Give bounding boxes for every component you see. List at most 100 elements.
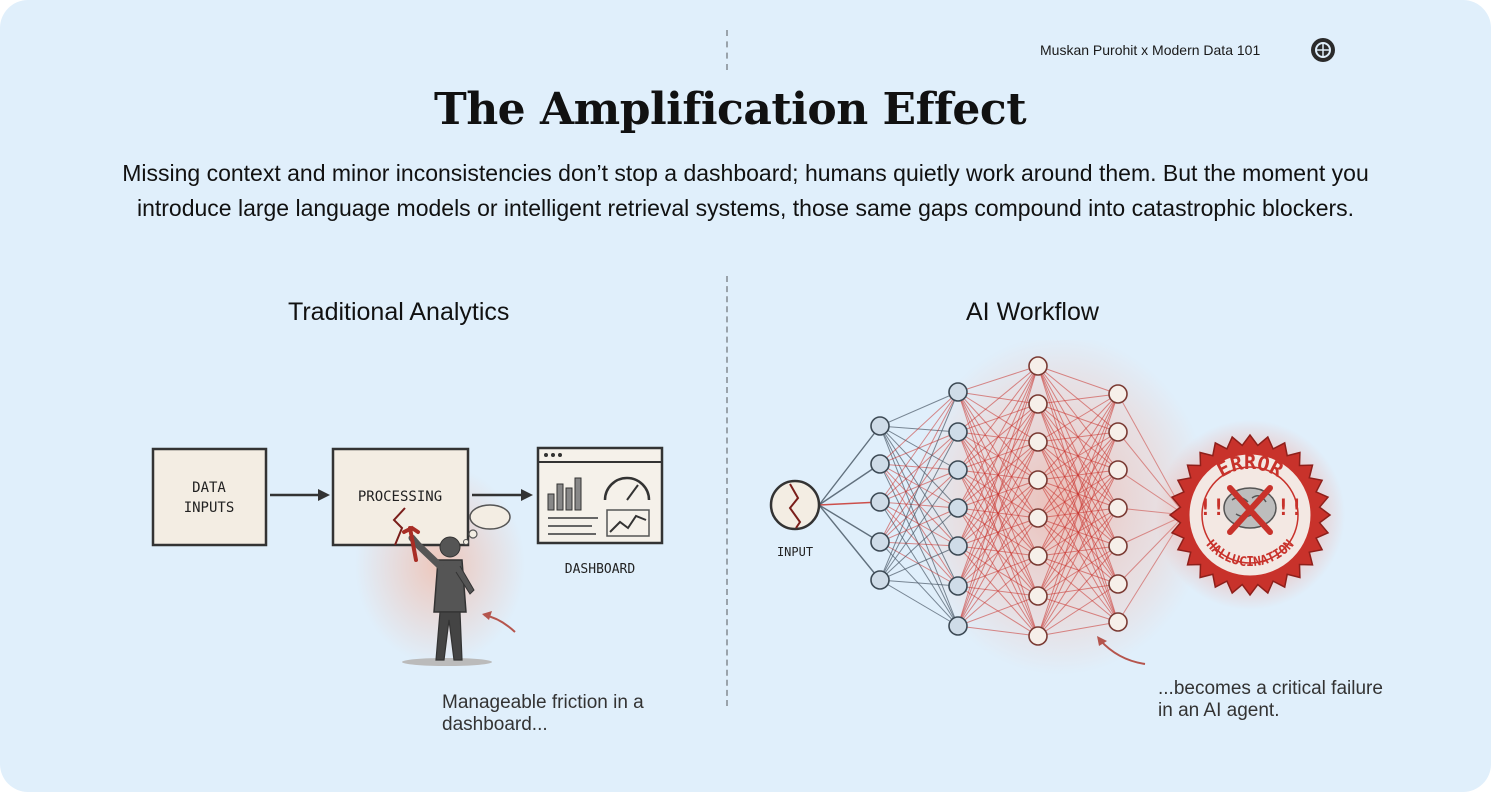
network-edge xyxy=(818,425,881,506)
network-node xyxy=(1108,574,1128,594)
network-edge xyxy=(1037,469,1119,637)
network-node xyxy=(948,536,968,556)
subtitle: Missing context and minor inconsistencie… xyxy=(20,156,1471,226)
network-node xyxy=(870,532,890,552)
network-edge xyxy=(1037,365,1119,395)
center-divider xyxy=(726,276,728,706)
network-node xyxy=(948,576,968,596)
network-edge xyxy=(1037,583,1119,597)
input-label: INPUT xyxy=(777,545,813,559)
network-edge xyxy=(879,545,959,581)
network-edge xyxy=(1037,393,1119,519)
page-title: The Amplification Effect xyxy=(433,84,1027,135)
pointer-arrow-right-head xyxy=(1097,636,1107,646)
network-edge xyxy=(818,463,881,506)
traditional-analytics-illustration: DATA INPUTS PROCESSING DASHBOA xyxy=(151,446,664,666)
network-edge xyxy=(1037,545,1119,637)
author-credit: Muskan Purohit x Modern Data 101 xyxy=(1040,42,1261,58)
network-node xyxy=(948,382,968,402)
network-edge xyxy=(879,579,959,627)
network-edge xyxy=(957,479,1039,627)
network-node xyxy=(1108,460,1128,480)
network-edge xyxy=(879,501,959,547)
network-edge xyxy=(1037,393,1119,481)
network-node xyxy=(1108,612,1128,632)
ai-workflow-heading: AI Workflow xyxy=(966,298,1099,326)
arrow-2-head xyxy=(521,489,533,501)
network-edge xyxy=(1037,507,1119,557)
network-edge xyxy=(818,504,881,543)
network-edge xyxy=(1037,393,1119,405)
network-node xyxy=(1028,432,1048,452)
network-edge xyxy=(1037,583,1119,637)
traditional-caption: Manageable friction in a dashboard... xyxy=(442,692,644,736)
network-edge xyxy=(957,403,1039,627)
badge-marks-left: !! xyxy=(1199,496,1226,521)
network-edge xyxy=(879,507,959,581)
network-edge xyxy=(957,365,1039,433)
badge-marks-right: !! xyxy=(1277,496,1304,521)
network-edge xyxy=(1037,393,1119,557)
network-edge xyxy=(879,425,959,627)
data-inputs-label-2: INPUTS xyxy=(184,500,235,516)
cross-icon xyxy=(1227,485,1273,535)
network-edge xyxy=(1037,595,1119,623)
network-node xyxy=(1028,546,1048,566)
network-edge xyxy=(1037,393,1119,443)
processing-label: PROCESSING xyxy=(358,489,442,505)
network-edge xyxy=(1037,393,1119,637)
network-edge xyxy=(818,501,881,506)
network-connections xyxy=(818,365,1186,637)
thought-bubble-icon xyxy=(463,504,511,545)
network-edge xyxy=(957,625,1039,637)
traditional-caption-line-2: dashboard... xyxy=(442,714,548,735)
network-edge xyxy=(1037,555,1119,623)
network-edge xyxy=(957,441,1039,627)
traditional-caption-line-1: Manageable friction in a xyxy=(442,692,644,713)
ai-caption-line-1: ...becomes a critical failure xyxy=(1158,678,1383,699)
network-edge xyxy=(879,579,959,587)
input-node xyxy=(769,479,821,531)
data-inputs-label-1: DATA xyxy=(192,480,226,496)
arrow-1-head xyxy=(318,489,330,501)
network-edge xyxy=(1037,431,1119,637)
network-edge xyxy=(957,365,1039,471)
network-edge xyxy=(879,391,959,465)
network-edge xyxy=(879,425,959,433)
network-node xyxy=(1028,586,1048,606)
network-node xyxy=(1028,356,1048,376)
pointer-arrow-left-head xyxy=(482,611,492,620)
network-edge xyxy=(957,517,1039,547)
network-edge xyxy=(1037,545,1119,597)
processing-box xyxy=(331,447,470,547)
network-edge xyxy=(957,365,1039,547)
dashboard-label: DASHBOARD xyxy=(565,562,636,577)
error-badge: !! !! ERROR HALLUCINATION xyxy=(1155,420,1345,610)
network-node xyxy=(1028,470,1048,490)
network-node xyxy=(870,416,890,436)
network-node xyxy=(948,422,968,442)
ai-workflow-illustration: INPUT !! !! ERROR HALLUCINATION xyxy=(769,340,1345,675)
network-node xyxy=(1108,422,1128,442)
network-nodes xyxy=(870,356,1128,646)
network-edge xyxy=(957,365,1039,627)
network-node xyxy=(1108,384,1128,404)
network-edge xyxy=(957,545,1039,557)
subtitle-line-2: introduce large language models or intel… xyxy=(136,195,1355,221)
network-edge xyxy=(818,504,881,581)
network-edge xyxy=(1037,507,1119,637)
network-node xyxy=(948,616,968,636)
network-node xyxy=(948,460,968,480)
network-edge xyxy=(879,469,959,581)
subtitle-line-1: Missing context and minor inconsistencie… xyxy=(122,160,1369,186)
crack-icon xyxy=(392,507,406,546)
network-edge xyxy=(879,391,959,581)
brand-logo-icon xyxy=(1311,38,1335,62)
network-edge xyxy=(1037,621,1119,637)
network-edge xyxy=(957,365,1039,393)
network-edge xyxy=(957,517,1039,627)
network-edge xyxy=(957,555,1039,627)
network-node xyxy=(1108,536,1128,556)
dashboard-icon xyxy=(536,446,664,545)
